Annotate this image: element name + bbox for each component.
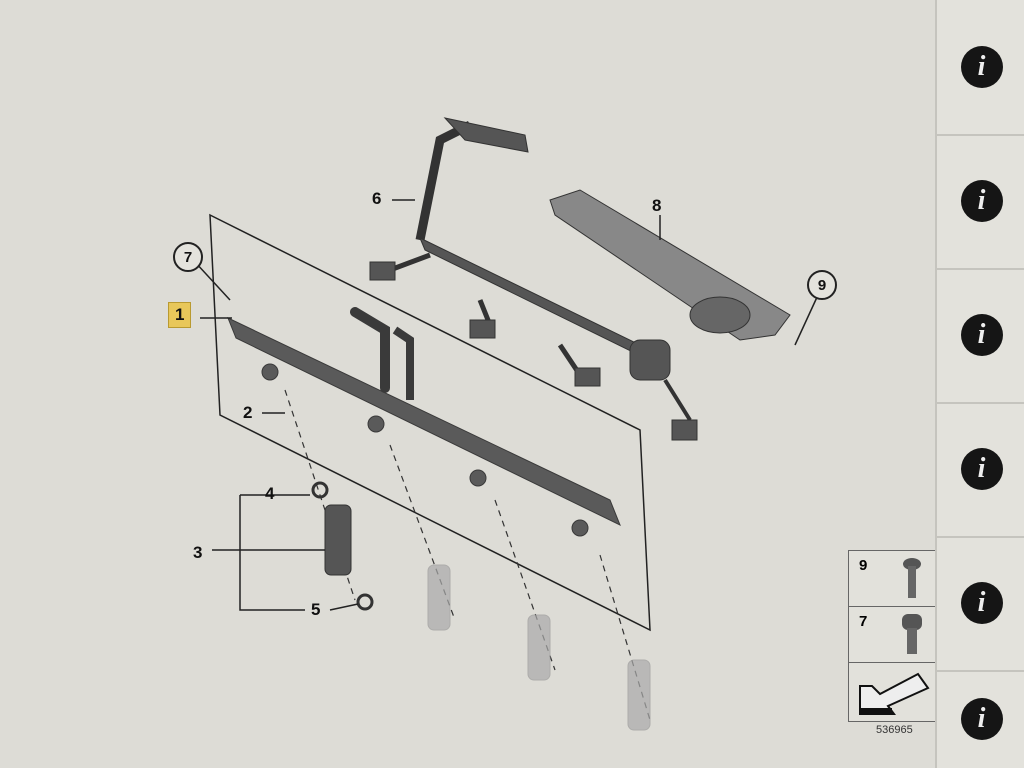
info-icon[interactable]: i	[960, 582, 1003, 624]
info-cell-1[interactable]: i	[937, 0, 1024, 136]
callout-3[interactable]: 3	[193, 543, 203, 562]
info-cell-6[interactable]: i	[937, 670, 1024, 768]
callout-5[interactable]: 5	[311, 600, 321, 619]
fastener-legend: 9 7	[848, 550, 936, 722]
callout-6[interactable]: 6	[372, 189, 382, 208]
legend-row-9[interactable]: 9	[849, 551, 935, 607]
info-icon[interactable]: i	[960, 180, 1003, 222]
screw-icon	[903, 558, 921, 598]
arrow-down-left-icon	[859, 672, 930, 715]
callout-4[interactable]: 4	[265, 484, 275, 503]
callout-9-circled[interactable]: 9	[807, 270, 837, 300]
parts-diagram: 7 1 2 4 3 5 6 8 9 9 7 536965	[168, 117, 936, 736]
info-icon[interactable]: i	[960, 46, 1003, 88]
info-sidebar: i i i i i i	[935, 0, 1024, 768]
diagram-drawing	[194, 117, 819, 731]
bracket	[549, 189, 791, 341]
legend-number: 7	[859, 613, 868, 630]
info-icon[interactable]: i	[960, 314, 1003, 356]
info-icon[interactable]: i	[960, 448, 1003, 490]
bolt-icon	[902, 614, 922, 654]
navigate-arrow-button[interactable]	[849, 663, 935, 720]
info-icon[interactable]: i	[960, 698, 1003, 740]
info-cell-2[interactable]: i	[937, 134, 1024, 270]
assembly-frame	[209, 213, 651, 632]
legend-row-7[interactable]: 7	[849, 607, 935, 663]
callout-2[interactable]: 2	[243, 403, 253, 422]
leader-lines	[194, 199, 819, 611]
injector	[284, 389, 651, 731]
callout-7-circled[interactable]: 7	[173, 242, 203, 272]
callout-1-highlighted[interactable]: 1	[168, 302, 192, 328]
info-cell-3[interactable]: i	[937, 268, 1024, 404]
info-cell-4[interactable]: i	[937, 402, 1024, 538]
diagram-id: 536965	[876, 724, 913, 736]
fuel-rail	[227, 307, 621, 537]
wiring-harness	[369, 117, 698, 441]
info-cell-5[interactable]: i	[937, 536, 1024, 672]
callout-8[interactable]: 8	[652, 196, 662, 215]
legend-number: 9	[859, 557, 868, 574]
